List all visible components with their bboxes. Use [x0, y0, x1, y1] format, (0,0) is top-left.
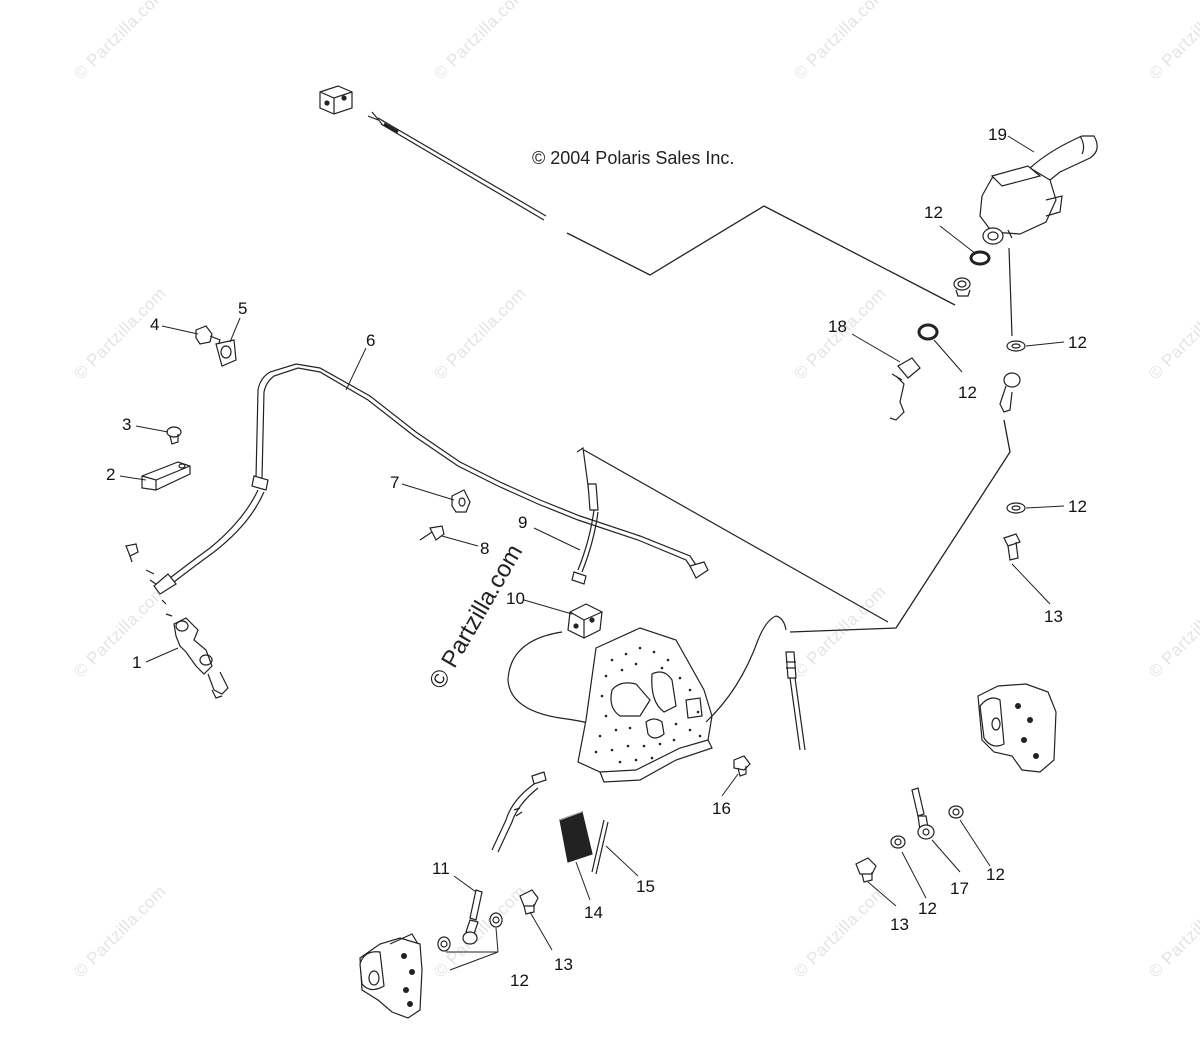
callout-16: 16: [712, 799, 731, 818]
master-cylinder: [979, 135, 1098, 245]
flex-hose-left: [153, 475, 269, 595]
banjo-bolt-a: [953, 277, 971, 297]
bracket-2: [141, 461, 191, 491]
brake-hose-9: [571, 483, 599, 585]
callout-12: 12: [986, 865, 1005, 884]
callout-19: 19: [988, 125, 1007, 144]
spring: [559, 811, 593, 863]
copyright-notice: © 2004 Polaris Sales Inc.: [532, 148, 735, 168]
brake-line: [255, 363, 709, 579]
callout-12: 12: [924, 203, 943, 222]
callout-18: 18: [828, 317, 847, 336]
cable-curve: [705, 615, 787, 723]
routing-line: [576, 446, 591, 501]
hose-loop: [507, 631, 597, 727]
callout-5: 5: [238, 299, 248, 318]
upper-brake-cable: [367, 111, 547, 221]
callout-13: 13: [890, 915, 909, 934]
washer-b: [917, 323, 939, 341]
callout-7: 7: [390, 473, 400, 492]
callout-12: 12: [1068, 497, 1087, 516]
cable-right-vertical: [785, 651, 806, 751]
clip-7: [451, 489, 471, 513]
proportioning-valve: [173, 617, 229, 699]
dash-marks: [161, 599, 173, 617]
callout-4: 4: [150, 315, 160, 334]
callout-6: 6: [366, 331, 376, 350]
callout-12: 12: [1068, 333, 1087, 352]
lower-left-hose: [491, 771, 547, 853]
callout-13: 13: [1044, 607, 1063, 626]
rivet-8: [419, 525, 445, 541]
left-brake-caliper: [359, 933, 423, 1019]
callout-9: 9: [518, 513, 528, 532]
bolt-3: [166, 426, 182, 445]
callout-12: 12: [918, 899, 937, 918]
callout-3: 3: [122, 415, 132, 434]
washer-f: [489, 912, 503, 928]
leader-line: [1008, 247, 1013, 337]
callout-10: 10: [506, 589, 525, 608]
callout-17: 17: [950, 879, 969, 898]
routing-line-top: [566, 205, 956, 306]
hose-11: [462, 889, 483, 945]
callout-1: 1: [132, 653, 142, 672]
callout-11: 11: [432, 859, 450, 878]
right-brake-caliper: [977, 683, 1057, 773]
line-clip: [215, 339, 237, 367]
banjo-fitting-right: [999, 372, 1021, 413]
bleeder-screw: [125, 543, 139, 563]
callout-12: 12: [958, 383, 977, 402]
brake-light-switch: [889, 357, 921, 421]
pin: [591, 819, 609, 875]
bolt-16: [733, 755, 751, 777]
routing-line-right: [789, 419, 1011, 633]
callout-2: 2: [106, 465, 116, 484]
hose-17: [911, 787, 935, 840]
washer-a: [969, 250, 991, 266]
washer-h: [890, 835, 906, 849]
callout-14: 14: [584, 903, 603, 922]
push-rivet: [195, 325, 221, 347]
callout-8: 8: [480, 539, 490, 558]
washer-e: [437, 936, 451, 952]
bolt-13-right: [855, 857, 877, 883]
bolt-right-mid: [1003, 533, 1021, 561]
callout-15: 15: [636, 877, 655, 896]
washer-d: [1006, 502, 1026, 514]
junction-block: [567, 603, 603, 639]
footrest-plate: [577, 627, 713, 783]
cable-clamp-block: [319, 85, 353, 115]
leader-lines: [119, 135, 1065, 971]
dash-marks: [145, 569, 157, 585]
bolt-13-left: [519, 889, 539, 915]
washer-c: [1006, 340, 1026, 352]
washer-g: [948, 805, 964, 819]
routing-line-diagonal: [583, 449, 889, 623]
callout-12: 12: [510, 971, 529, 990]
callout-13: 13: [554, 955, 573, 974]
